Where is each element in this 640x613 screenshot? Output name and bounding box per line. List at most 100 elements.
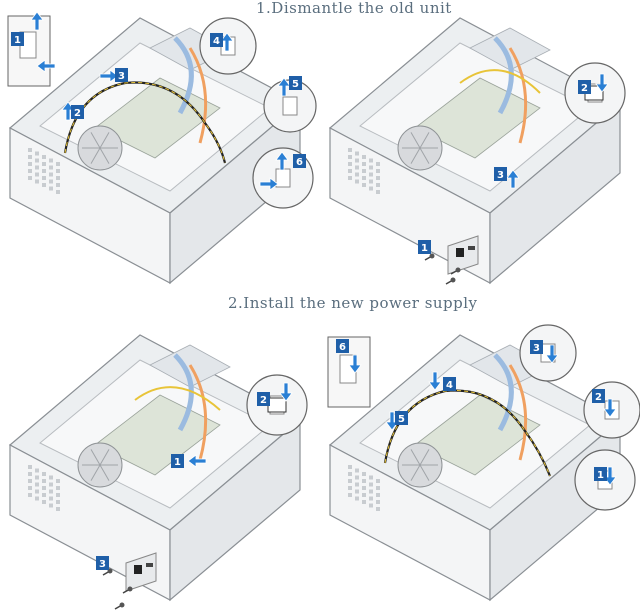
vent-hole <box>35 468 39 473</box>
fan-blade <box>419 132 430 149</box>
callout-number: 3 <box>118 71 125 82</box>
vent-hole <box>348 148 352 152</box>
vent-hole <box>362 479 366 483</box>
vent-hole <box>28 486 32 490</box>
vent-hole <box>355 496 359 501</box>
arrow-shape <box>99 69 119 83</box>
arrow-shape <box>428 371 442 391</box>
vent-hole <box>369 179 373 184</box>
vent-hole <box>362 493 366 497</box>
vent-hole <box>376 479 380 483</box>
callout-number: 1 <box>14 35 21 46</box>
arrow-icon <box>99 69 119 83</box>
screw-head <box>450 277 456 283</box>
vent-hole <box>56 493 60 497</box>
callout-box <box>592 389 605 403</box>
callout-number: 1 <box>421 243 428 254</box>
vent-hole <box>369 158 373 163</box>
power-supply <box>125 552 157 592</box>
arrow-icon <box>259 177 279 191</box>
psu-switch <box>468 246 475 250</box>
fan-blade <box>410 132 421 149</box>
vent-hole <box>28 155 32 159</box>
vent-hole <box>56 176 60 180</box>
screw <box>445 277 456 285</box>
callout-badge: 1 <box>594 467 607 481</box>
screw-head <box>429 253 435 259</box>
callout-number: 1 <box>597 470 604 481</box>
vent-hole <box>369 482 373 487</box>
arrow-shape <box>545 344 559 364</box>
vent-hole <box>355 172 359 177</box>
vent-hole <box>49 179 53 184</box>
vent-hole <box>35 489 39 494</box>
case-side <box>489 101 621 285</box>
psu-socket <box>456 248 464 257</box>
vent-hole <box>376 507 380 511</box>
vent-hole <box>49 482 53 487</box>
case-fan-arc <box>173 36 194 115</box>
connector <box>267 397 287 413</box>
callout-box <box>289 76 302 90</box>
computer-case <box>8 17 302 285</box>
orange-cable <box>508 47 528 144</box>
vent-hole <box>362 169 366 173</box>
vent-hole <box>348 162 352 166</box>
vent-hole <box>42 155 46 159</box>
vent-hole <box>362 183 366 187</box>
vent-hole <box>28 148 32 152</box>
vent-hole <box>49 475 53 480</box>
vent-hole <box>49 489 53 494</box>
orange-cable <box>188 364 208 461</box>
vent-hole <box>42 183 46 187</box>
yellow-cable <box>64 82 226 164</box>
callout-box <box>395 411 408 425</box>
callout-box <box>578 80 591 94</box>
callout-number: 6 <box>296 157 303 168</box>
psu-socket <box>134 565 142 574</box>
fan-blade <box>90 132 101 149</box>
vent-hole <box>362 486 366 490</box>
vent-hole <box>28 472 32 476</box>
fan-blade <box>410 464 421 481</box>
callout-badge: 2 <box>592 389 605 403</box>
vent-hole <box>35 179 39 184</box>
fan-blade <box>99 464 110 481</box>
vent-hole <box>348 472 352 476</box>
callout-box <box>418 240 431 254</box>
vent-hole <box>369 503 373 508</box>
callout-badge: 3 <box>115 68 128 82</box>
computer-case <box>328 17 622 285</box>
vent-hole <box>49 503 53 508</box>
vent-hole <box>42 169 46 173</box>
callout-badge: 2 <box>578 80 591 94</box>
callout-box <box>336 339 349 353</box>
case-fan-arc <box>493 36 514 115</box>
vent-hole <box>362 162 366 166</box>
screw <box>122 586 133 594</box>
vent-hole <box>369 475 373 480</box>
callout-badge: 5 <box>289 76 302 90</box>
vent-hole <box>348 479 352 483</box>
orange-cable <box>508 364 528 461</box>
vent-hole <box>56 507 60 511</box>
step-1-heading: 1.Dismantle the old unit <box>256 0 452 17</box>
callout-box <box>11 32 24 46</box>
vent-hole <box>348 155 352 159</box>
vent-hole <box>348 169 352 173</box>
arrow-shape <box>36 59 56 73</box>
callout-badge: 1 <box>171 454 184 468</box>
vent-hole <box>355 489 359 494</box>
callout-number: 3 <box>497 170 504 181</box>
connector-inset <box>7 15 51 87</box>
vent-hole <box>56 183 60 187</box>
callout-badge: 5 <box>395 411 408 425</box>
vent-hole <box>369 172 373 177</box>
vent-hole <box>56 190 60 194</box>
power-supply <box>447 235 479 275</box>
connector <box>282 96 298 116</box>
callout-number: 2 <box>74 108 81 119</box>
vent-hole <box>355 158 359 163</box>
vent-hole <box>369 489 373 494</box>
